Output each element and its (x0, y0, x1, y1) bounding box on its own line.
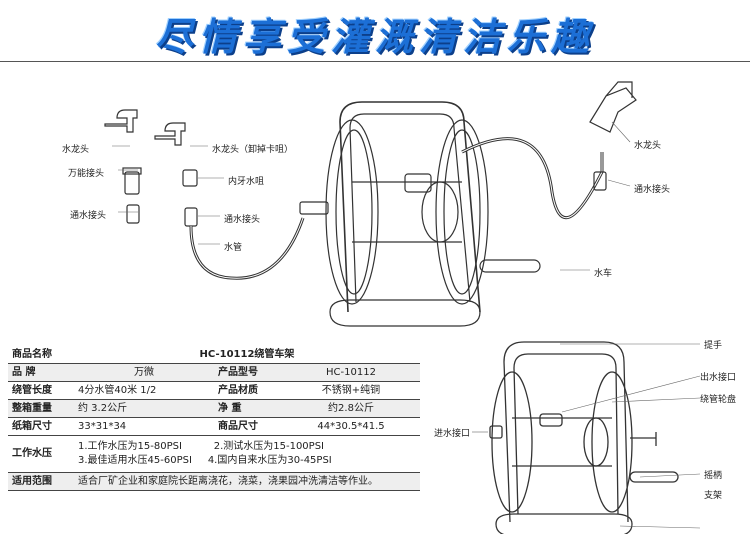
universal-joint-icon (124, 171, 140, 195)
spec-pressure-values: 1.工作水压为15-80PSI 2.测试水压为15-100PSI 3.最佳适用水… (74, 435, 420, 473)
label-connector-right: 通水接头 (634, 185, 671, 195)
crank-handle (479, 259, 541, 273)
spec-row: 纸箱尺寸 33*31*34 商品尺寸 44*30.5*41.5 (8, 417, 420, 436)
reel-base (329, 299, 481, 327)
reel-frame (339, 101, 481, 313)
reel2-base (495, 513, 633, 534)
reel2-crank (629, 471, 679, 483)
spec-value: 约 3.2公斤 (74, 399, 214, 418)
spec-key: 品 牌 (8, 363, 74, 382)
pressure-line: 3.最佳适用水压45-60PSI 4.国内自来水压为30-45PSI (78, 455, 332, 466)
label-hose-wheel: 绕管轮盘 (700, 395, 737, 405)
connector-right-icon (593, 171, 607, 191)
banner-title: 尽情享受灌溉清洁乐趣 (154, 14, 595, 59)
faucet-mid-icon (154, 122, 186, 146)
reel2-wheel-left (491, 371, 533, 513)
header-banner: 尽情享受灌溉清洁乐趣 (0, 0, 750, 62)
spec-key: 纸箱尺寸 (8, 417, 74, 436)
reel-wheel-right (435, 119, 489, 305)
label-stand: 支架 (704, 491, 723, 501)
assembly-diagram (104, 81, 701, 534)
spec-key: 产品材质 (214, 381, 282, 400)
spec-value: 适合厂矿企业和家庭院长距离浇花，浇菜，浇果园冲洗清洁等作业。 (74, 472, 420, 491)
label-water-pipe: 水管 (224, 243, 243, 253)
spec-key: 绕管长度 (8, 381, 74, 400)
label-faucet-right: 水龙头 (634, 141, 662, 151)
spec-value: 33*31*34 (74, 417, 214, 436)
pressure-line: 1.工作水压为15-80PSI 2.测试水压为15-100PSI (78, 441, 325, 452)
spec-key: 商品名称 (8, 346, 74, 364)
spec-key: 整箱重量 (8, 399, 74, 418)
label-inner-thread-nozzle: 内牙水咀 (228, 177, 265, 187)
spec-row: 整箱重量 约 3.2公斤 净 重 约2.8公斤 (8, 399, 420, 418)
spec-row: 品 牌 万微 产品型号 HC-10112 (8, 363, 420, 382)
faucet-left-icon (104, 109, 138, 133)
spec-table: 商品名称 HC-10112绕管车架 品 牌 万微 产品型号 HC-10112 绕… (8, 346, 420, 491)
spec-key: 产品型号 (214, 363, 282, 382)
spec-row-pressure: 工作水压 1.工作水压为15-80PSI 2.测试水压为15-100PSI 3.… (8, 435, 420, 473)
spec-row: 绕管长度 4分水管40米 1/2 产品材质 不锈钢+纯铜 (8, 381, 420, 400)
spray-gun-icon (589, 81, 637, 133)
nozzle-icon (182, 169, 198, 187)
label-crank: 摇柄 (704, 471, 723, 481)
hose-right (461, 137, 604, 220)
spec-value: 约2.8公斤 (282, 399, 420, 418)
label-faucet-mid: 水龙头（卸掉卡咀） (212, 145, 294, 155)
divider (0, 61, 750, 62)
spec-key: 工作水压 (8, 435, 74, 473)
spec-value: 44*30.5*41.5 (282, 417, 420, 436)
label-connector-left: 通水接头 (70, 211, 107, 221)
connector-mid-icon (184, 207, 198, 227)
hose-left (189, 217, 305, 280)
label-water-car: 水车 (594, 269, 613, 279)
spec-value: 不锈钢+纯铜 (282, 381, 420, 400)
spec-value: 4分水管40米 1/2 (74, 381, 214, 400)
label-universal-joint: 万能接头 (68, 169, 105, 179)
spec-value: 万微 (74, 363, 214, 382)
spec-key: 适用范围 (8, 472, 74, 491)
label-inlet: 进水接口 (434, 429, 471, 439)
reel2-frame (503, 341, 629, 523)
label-outlet: 出水接口 (700, 373, 737, 383)
label-connector-mid: 通水接头 (224, 215, 261, 225)
connector-left-icon (126, 204, 140, 224)
spec-value: HC-10112 (282, 363, 420, 382)
reel-drum (352, 181, 462, 243)
spec-row-product: 商品名称 HC-10112绕管车架 (8, 346, 420, 364)
spec-row-scope: 适用范围 适合厂矿企业和家庭院长距离浇花，浇菜，浇果园冲洗清洁等作业。 (8, 472, 420, 491)
reel-wheel-left (325, 119, 379, 305)
label-handle: 提手 (704, 341, 723, 351)
spec-key: 净 重 (214, 399, 282, 418)
label-faucet-left: 水龙头 (62, 145, 90, 155)
spec-key: 商品尺寸 (214, 417, 282, 436)
spec-product-name: HC-10112绕管车架 (74, 346, 420, 364)
